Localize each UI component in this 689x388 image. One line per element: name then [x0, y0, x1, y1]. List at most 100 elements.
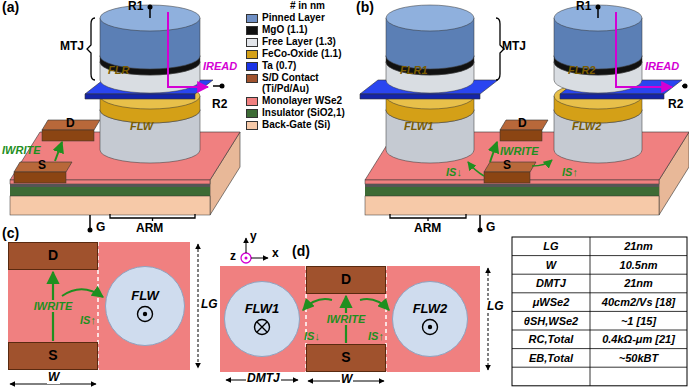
symbol-dot	[143, 312, 147, 316]
free-layer-circle: FLW2	[392, 281, 468, 357]
read-current-label: IREAD	[645, 60, 679, 72]
layer-label: FLW2	[572, 120, 601, 132]
mtj-layer-top	[386, 5, 474, 31]
legend-swatch	[246, 97, 258, 106]
wse2-channel	[220, 266, 480, 372]
z-axis-dot	[245, 257, 248, 260]
contact-front	[42, 130, 94, 141]
part-label: ARM	[414, 222, 441, 235]
dimension-label: W	[340, 373, 353, 386]
mtj-layer-top	[554, 5, 642, 31]
layer-label: FLR2	[568, 64, 596, 76]
mtj-layer-top	[100, 5, 200, 31]
spin-current-arrow	[532, 160, 552, 166]
table-rule	[512, 292, 687, 293]
part-label: y	[250, 230, 257, 243]
contact-box: D	[306, 266, 386, 294]
current-label: IS↓	[304, 330, 320, 342]
dimension-label: W	[47, 371, 60, 384]
terminal-dot	[596, 5, 601, 10]
table-cell: 21nm	[590, 240, 687, 252]
layer-label: FLR	[108, 64, 129, 76]
dimension-label: LG	[200, 298, 219, 311]
current-label: IS↓	[446, 166, 462, 178]
part-label: ARM	[136, 222, 163, 235]
table-rule	[512, 330, 687, 331]
ta-plate-front	[85, 94, 195, 99]
legend-swatch	[246, 62, 258, 71]
backgate-edge	[365, 196, 659, 215]
current-label: IS↑	[368, 330, 384, 342]
mtj-brace	[87, 18, 95, 80]
legend-text: Free Layer (1.3)	[262, 36, 352, 47]
table-cell: ~1 [15]	[590, 315, 687, 327]
part-label: R2	[212, 98, 227, 111]
table-cell: 21nm	[590, 277, 687, 289]
arm-bracket	[390, 214, 466, 221]
insulator-edge	[10, 187, 210, 196]
legend-text: MgO (1.1)	[262, 24, 352, 35]
layer-label: FLR1	[400, 64, 428, 76]
table-cell: LG	[512, 240, 590, 252]
part-label: S	[503, 159, 511, 172]
legend-text: Insulator (SiO2,1)	[262, 107, 352, 118]
current-label: IWRITE	[500, 145, 539, 157]
ta-plate-front	[360, 94, 480, 99]
oxide-edge	[10, 184, 210, 187]
read-current-label: IREAD	[203, 60, 237, 72]
contact-box: S	[306, 344, 386, 372]
part-label: R1	[576, 0, 591, 13]
dimension-label: DMTJ	[246, 372, 281, 385]
ta-plate-front	[560, 94, 664, 99]
spin-current-arrow	[62, 289, 103, 297]
write-current-arrow	[55, 142, 62, 161]
table-rule	[512, 311, 687, 312]
legend-swatch	[246, 121, 258, 130]
terminal-dot	[683, 84, 688, 89]
table-frame	[512, 237, 687, 386]
contact-front	[500, 130, 542, 141]
legend-text: Back-Gate (Si)	[262, 119, 352, 130]
symbol-dot	[428, 325, 432, 329]
node-text: FLW2	[413, 302, 448, 316]
terminal-dot	[88, 228, 93, 233]
legend-text: S/D Contact (Ti/Pd/Au)	[262, 72, 352, 94]
read-current-arrow	[616, 12, 672, 87]
contact-front	[14, 172, 66, 183]
free-layer-circle: FLW1	[224, 281, 300, 357]
symbol-ring	[138, 307, 153, 322]
contact-box: S	[8, 342, 98, 370]
legend-swatch	[246, 26, 258, 35]
symbol-ring	[423, 320, 438, 335]
length-dimension	[198, 244, 199, 368]
table-cell: DMTJ	[512, 277, 590, 289]
magnetization-symbol	[421, 318, 439, 336]
magnetization-symbol	[253, 318, 271, 336]
node-text: FLW	[131, 289, 158, 303]
table-cell: μWSe2	[512, 296, 590, 308]
dimension-label: LG	[486, 300, 505, 313]
current-label: IWRITE	[2, 144, 41, 156]
legend-swatch	[246, 38, 258, 47]
node-text: D	[341, 272, 351, 287]
symbol-ring	[255, 320, 270, 335]
node-text: S	[48, 348, 57, 363]
current-label: IS↑	[80, 314, 96, 326]
terminal-dot	[220, 84, 225, 89]
part-label: z	[230, 250, 236, 263]
free-layer-circle: FLW	[105, 266, 185, 346]
legend-text: Pinned Layer	[262, 12, 352, 23]
symbol-cross	[257, 322, 267, 332]
legend-swatch	[246, 50, 258, 59]
table-cell: 10.5nm	[590, 259, 687, 271]
part-label: D	[66, 117, 75, 130]
part-label: MTJ	[60, 40, 84, 53]
z-axis	[241, 253, 251, 263]
legend-text: FeCo-Oxide (1.1)	[262, 48, 352, 59]
table-cell: EB,Total	[512, 352, 590, 364]
write-current-arrow	[490, 142, 497, 162]
table-cell: RC,Total	[512, 333, 590, 345]
layer-label: FLW1	[404, 120, 433, 132]
